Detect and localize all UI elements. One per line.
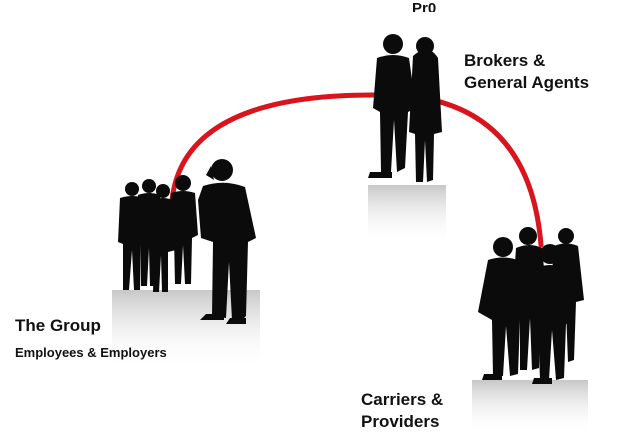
group-subtitle: Employees & Employers (15, 345, 167, 360)
cropped-heading-fragment: Pr0 (412, 2, 437, 12)
carriers-label-line2: Providers (361, 412, 440, 431)
couple-silhouette-icon (368, 34, 442, 182)
team-silhouette-icon (478, 227, 584, 384)
crowd-silhouette-icon (118, 159, 256, 324)
carriers-label-line1: Carriers & (361, 390, 444, 409)
group-title: The Group (15, 316, 101, 335)
carriers-label: Carriers & Providers (361, 389, 443, 433)
brokers-label-line2: General Agents (464, 73, 590, 92)
brokers-label-line1: Brokers & (464, 51, 546, 70)
brokers-label: Brokers & General Agents (464, 50, 589, 94)
